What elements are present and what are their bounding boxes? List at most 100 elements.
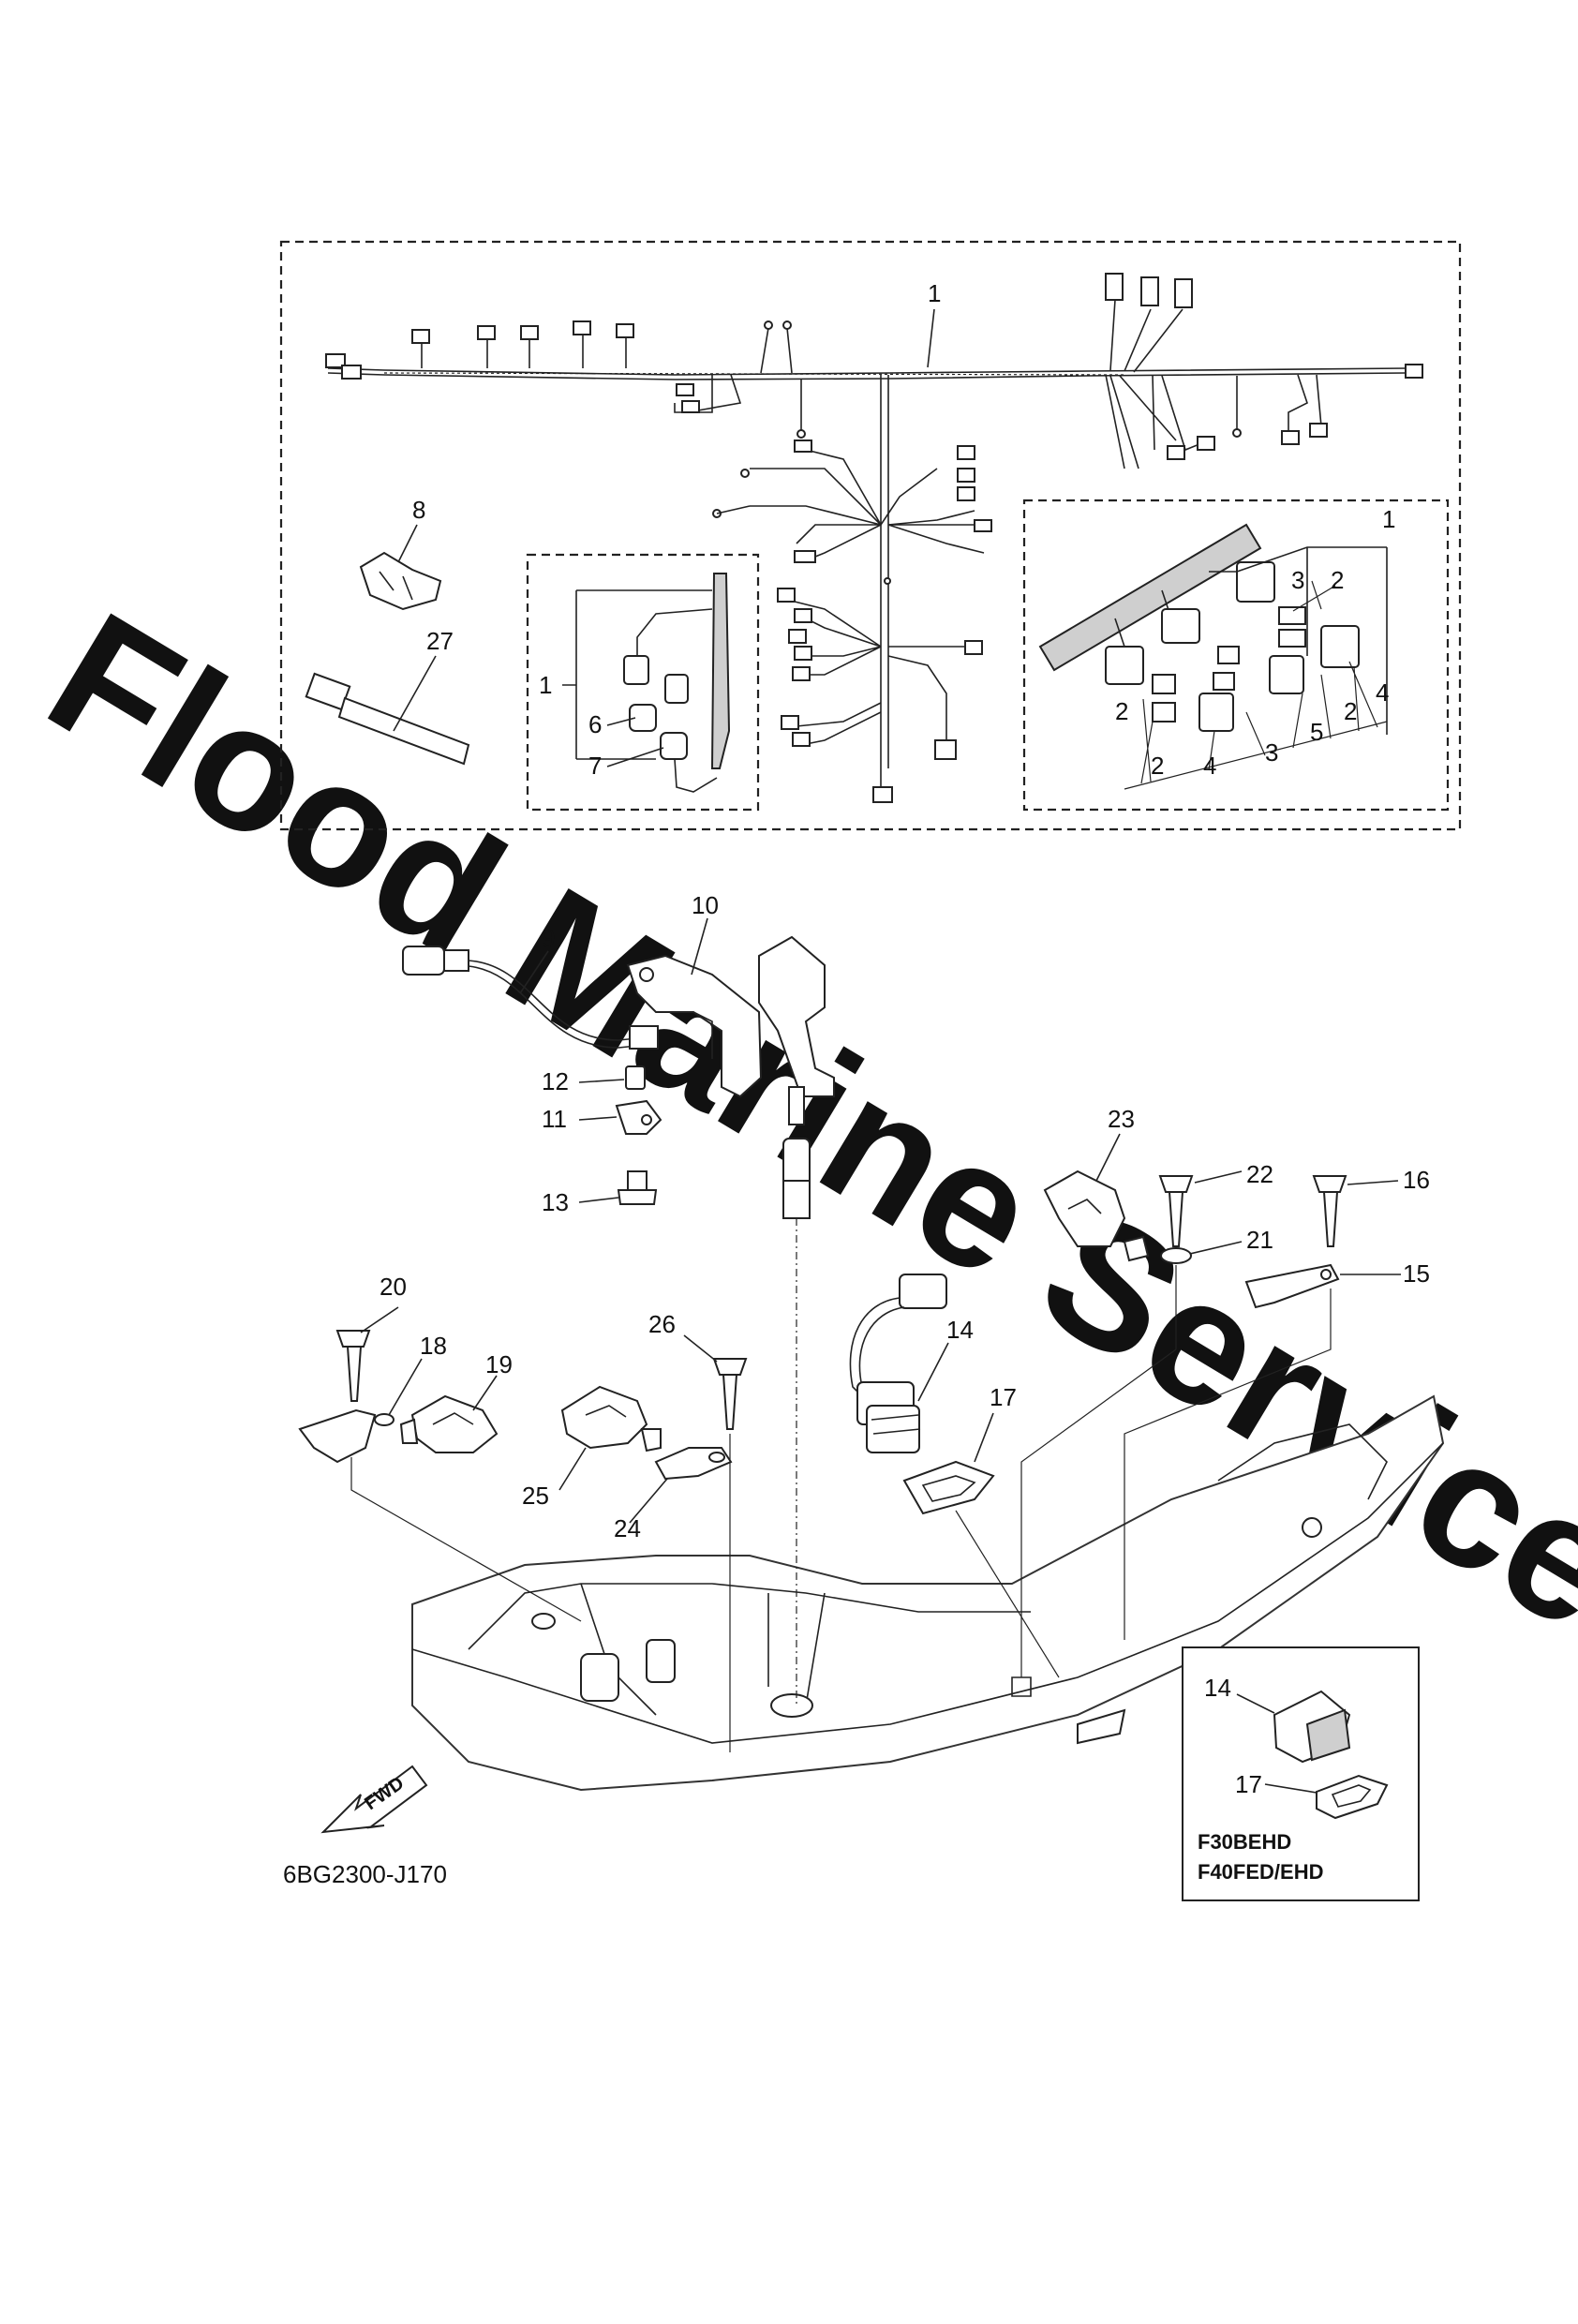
callout-14: 14 bbox=[946, 1316, 974, 1344]
cable-tie-part-27 bbox=[305, 672, 470, 766]
sensor-assembly bbox=[623, 573, 731, 793]
callout-1-main: 1 bbox=[928, 279, 941, 307]
callout-14-inset: 14 bbox=[1204, 1674, 1231, 1702]
clip-part-25 bbox=[560, 1385, 662, 1452]
callout-23: 23 bbox=[1108, 1105, 1135, 1133]
clip-part-19 bbox=[399, 1394, 499, 1453]
guide-line-22 bbox=[1020, 1265, 1177, 1677]
callout-25: 25 bbox=[522, 1482, 549, 1510]
leader-c17 bbox=[974, 1412, 994, 1463]
plate-part-15 bbox=[1244, 1263, 1340, 1309]
callout-24: 24 bbox=[614, 1514, 641, 1542]
callout-3a: 3 bbox=[1291, 566, 1304, 594]
callout-26: 26 bbox=[648, 1310, 676, 1338]
bolt-part-13 bbox=[617, 1170, 658, 1205]
leader-c24 bbox=[629, 1478, 668, 1524]
leader-c7 bbox=[606, 747, 664, 767]
callout-9: 9 bbox=[542, 924, 555, 952]
leader-c10 bbox=[691, 917, 708, 976]
leader-c16 bbox=[1347, 1180, 1399, 1185]
callout-21: 21 bbox=[1246, 1226, 1273, 1254]
leader-c9 bbox=[519, 950, 549, 994]
callout-15: 15 bbox=[1403, 1259, 1430, 1288]
leader-c18 bbox=[388, 1358, 423, 1416]
callout-10: 10 bbox=[692, 891, 719, 919]
callout-2b: 2 bbox=[1115, 697, 1128, 725]
connector-inset-14 bbox=[1273, 1690, 1351, 1764]
inset-bracket-right bbox=[1124, 580, 1388, 790]
leader-c20 bbox=[360, 1306, 399, 1333]
inset-model-1: F30BEHD bbox=[1198, 1830, 1291, 1854]
sensor-shaft bbox=[758, 935, 835, 1706]
callout-19: 19 bbox=[485, 1350, 513, 1378]
clip-part-8 bbox=[359, 551, 442, 611]
callout-6: 6 bbox=[588, 710, 602, 738]
leader-c13 bbox=[578, 1197, 619, 1203]
wire-harness-branch bbox=[712, 375, 992, 803]
callout-2a: 2 bbox=[1331, 566, 1344, 594]
callout-27: 27 bbox=[426, 627, 454, 655]
callout-2d: 2 bbox=[1344, 697, 1357, 725]
leader-c8 bbox=[397, 524, 418, 563]
screw-part-26 bbox=[712, 1358, 748, 1430]
leader-c1-left bbox=[562, 589, 712, 760]
collar-part-12 bbox=[625, 1065, 646, 1090]
callout-11: 11 bbox=[542, 1105, 567, 1133]
bracket-part-18 bbox=[298, 1408, 394, 1464]
leader-c17-inset bbox=[1264, 1783, 1317, 1794]
callout-4b: 4 bbox=[1376, 678, 1389, 707]
screw-part-16 bbox=[1312, 1175, 1347, 1247]
grommet-inset-17 bbox=[1316, 1774, 1389, 1820]
guide-line-17 bbox=[955, 1510, 1060, 1678]
bottom-cowling bbox=[411, 1394, 1445, 1792]
harness-panel-border bbox=[279, 240, 1462, 831]
leader-c23 bbox=[1095, 1133, 1121, 1182]
screw-part-20 bbox=[335, 1330, 371, 1402]
sensor-part-9 bbox=[402, 946, 659, 1050]
callout-numbers: 1 1 1 6 7 8 27 3 2 2 2 2 4 4 3 5 9 10 11… bbox=[380, 279, 1430, 1798]
leader-c6 bbox=[606, 717, 636, 726]
callout-17-inset: 17 bbox=[1235, 1770, 1262, 1798]
clip-part-11 bbox=[615, 1099, 662, 1135]
guide-line-16 bbox=[1124, 1289, 1332, 1640]
leader-c12 bbox=[578, 1079, 625, 1083]
callout-20: 20 bbox=[380, 1273, 407, 1301]
clamp-part-24 bbox=[654, 1447, 733, 1481]
leader-c26 bbox=[683, 1334, 718, 1363]
leader-c14-inset bbox=[1236, 1693, 1275, 1714]
callout-13: 13 bbox=[542, 1188, 569, 1216]
leader-c21 bbox=[1189, 1241, 1243, 1255]
callout-3b: 3 bbox=[1265, 738, 1278, 767]
guide-line-20 bbox=[350, 1457, 582, 1622]
callout-18: 18 bbox=[420, 1332, 447, 1360]
sensor-inset-border bbox=[526, 553, 760, 812]
fwd-arrow-icon bbox=[320, 1765, 428, 1834]
leader-c25 bbox=[558, 1447, 587, 1491]
connector-assembly bbox=[1038, 523, 1360, 732]
callout-16: 16 bbox=[1403, 1166, 1430, 1194]
leader-c27 bbox=[393, 655, 437, 732]
callout-17: 17 bbox=[990, 1383, 1017, 1411]
callout-1-left: 1 bbox=[539, 671, 552, 699]
screw-part-22 bbox=[1158, 1175, 1194, 1247]
callout-7: 7 bbox=[588, 752, 602, 780]
callout-12: 12 bbox=[542, 1067, 569, 1095]
washer-part-21 bbox=[1160, 1247, 1192, 1264]
callout-2c: 2 bbox=[1151, 752, 1164, 780]
leader-c1-right bbox=[1236, 546, 1388, 735]
model-inset-box bbox=[1182, 1646, 1420, 1901]
callout-1-right: 1 bbox=[1382, 505, 1395, 533]
grommet-part-17 bbox=[902, 1460, 995, 1515]
connector-part-14 bbox=[849, 1274, 947, 1453]
leader-c22 bbox=[1194, 1170, 1243, 1184]
callout-5: 5 bbox=[1310, 718, 1323, 746]
leader-c14 bbox=[917, 1342, 949, 1402]
callout-8: 8 bbox=[412, 496, 425, 524]
bracket-part-10 bbox=[626, 954, 763, 1098]
leader-c19 bbox=[472, 1375, 498, 1411]
bracket-part-23 bbox=[1043, 1169, 1150, 1262]
callout-22: 22 bbox=[1246, 1160, 1273, 1188]
leader-c11 bbox=[578, 1116, 618, 1121]
diagram-code: 6BG2300-J170 bbox=[283, 1860, 447, 1888]
